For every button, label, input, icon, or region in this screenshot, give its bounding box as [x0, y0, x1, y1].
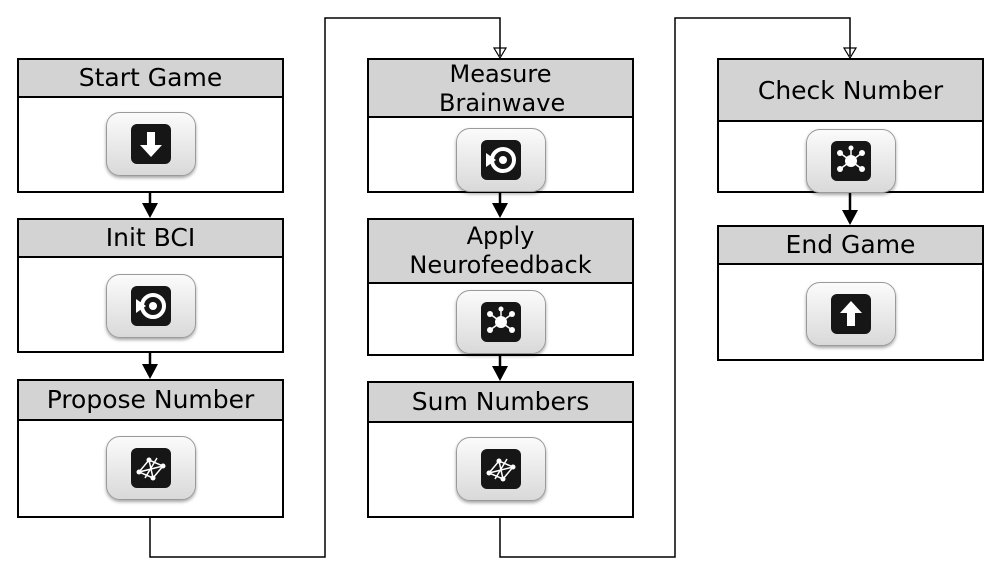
target-icon [106, 274, 196, 338]
arrow-down-icon [106, 112, 196, 176]
hub-icon [456, 290, 546, 354]
arrow-up-icon [806, 282, 896, 346]
node-title: Init BCI [19, 220, 282, 258]
arrow-check-to-end [842, 193, 858, 225]
arrowhead-into-measure [492, 47, 508, 60]
node-title: Apply Neurofeedback [369, 220, 632, 284]
arrowhead-into-check [842, 47, 858, 60]
node-title: Start Game [19, 60, 282, 98]
target-icon [456, 128, 546, 192]
arrow-measure-to-apply [492, 193, 508, 218]
node-end-game: End Game [717, 225, 984, 361]
node-title: Measure Brainwave [369, 60, 632, 118]
arrow-start-to-init [142, 193, 158, 218]
node-title: Check Number [719, 60, 982, 122]
node-start-game: Start Game [17, 58, 284, 193]
node-title: Sum Numbers [369, 383, 632, 423]
node-sum-numbers: Sum Numbers [367, 381, 634, 518]
arrow-init-to-propose [142, 353, 158, 379]
arrow-apply-to-sum [492, 356, 508, 381]
node-title: End Game [719, 227, 982, 265]
node-apply-neurofeedback: Apply Neurofeedback [367, 218, 634, 356]
hub-icon [806, 129, 896, 193]
connector-sum-to-check [499, 17, 851, 558]
node-check-number: Check Number [717, 58, 984, 193]
network-graph-icon [456, 437, 546, 501]
network-graph-icon [106, 436, 196, 500]
node-propose-number: Propose Number [17, 379, 284, 518]
connector-propose-to-measure [149, 17, 501, 558]
node-init-bci: Init BCI [17, 218, 284, 353]
node-title: Propose Number [19, 381, 282, 421]
node-measure-brainwave: Measure Brainwave [367, 58, 634, 193]
